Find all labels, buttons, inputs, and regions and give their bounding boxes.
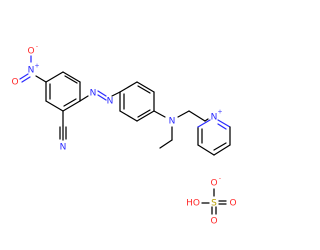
ethylene-bond — [188, 110, 206, 122]
sulfate-oxygen-bottom: O — [210, 217, 217, 227]
ring-bond — [45, 71, 64, 83]
ethylene-bond — [177, 110, 190, 118]
nitro-nitrogen: N — [28, 66, 35, 76]
amine-group: N — [153, 110, 209, 149]
left-benzene-ring — [45, 71, 81, 112]
middle-benzene-ring — [119, 81, 155, 122]
ethylene-bond — [204, 118, 209, 122]
hydrogen-sulfate-anion: S O - O O HO — [186, 176, 236, 227]
nitro-n-o-double-bond — [19, 73, 29, 80]
amine-nitrogen: N — [169, 117, 176, 127]
ring-double-bond — [64, 75, 78, 84]
sulfate-hydroxyl: HO — [186, 199, 200, 209]
nitro-n-o-double-bond — [21, 76, 31, 83]
azo-linkage: N N — [79, 89, 121, 107]
nitro-oxygen-top: O — [27, 47, 34, 57]
nitro-bond — [35, 75, 47, 83]
ring-bond — [62, 100, 81, 112]
ring-bond — [197, 119, 211, 128]
sulfate-minus-charge: - — [219, 176, 221, 183]
cyano-group: N — [59, 110, 67, 153]
pyridinium-ring: N + — [197, 109, 231, 156]
azo-bond — [111, 91, 121, 97]
nitro-group: N + O - O — [11, 44, 47, 88]
ring-double-bond — [63, 98, 77, 107]
azo-bond — [79, 95, 89, 102]
ring-bond — [119, 110, 138, 122]
azo-double-bond — [97, 94, 107, 101]
ring-double-bond — [217, 123, 227, 130]
ring-bond — [197, 144, 215, 156]
ring-bond — [213, 144, 231, 156]
sulfate-oxygen-right: O — [229, 199, 236, 209]
ring-double-bond — [137, 109, 151, 118]
azo-nitrogen-2: N — [107, 97, 114, 107]
pyridinium-nitrogen: N — [211, 113, 218, 123]
ring-bond — [136, 81, 155, 93]
azo-nitrogen-1: N — [90, 89, 97, 99]
sulfur-atom: S — [211, 199, 217, 209]
ring-bond — [62, 71, 81, 83]
ring-bond — [217, 119, 231, 128]
sulfate-oxygen-top: O — [210, 179, 217, 189]
nitro-minus-charge: - — [36, 44, 38, 51]
ring-bond — [136, 110, 155, 122]
nitro-plus-charge: + — [34, 63, 39, 70]
ring-bond — [119, 81, 138, 93]
molecule-diagram: N + O - O N N N — [11, 44, 236, 227]
pyridinium-plus-charge: + — [217, 109, 222, 116]
structure-svg: N + O - O N N N — [11, 44, 236, 227]
ring-bond — [45, 100, 64, 112]
ring-double-bond — [213, 142, 227, 151]
azo-double-bond — [97, 90, 107, 97]
amine-bond — [153, 110, 166, 118]
ring-double-bond — [137, 85, 151, 94]
nitro-oxygen-left: O — [11, 78, 18, 88]
nitrile-nitrogen: N — [60, 143, 67, 153]
ethyl-bond — [159, 139, 173, 149]
